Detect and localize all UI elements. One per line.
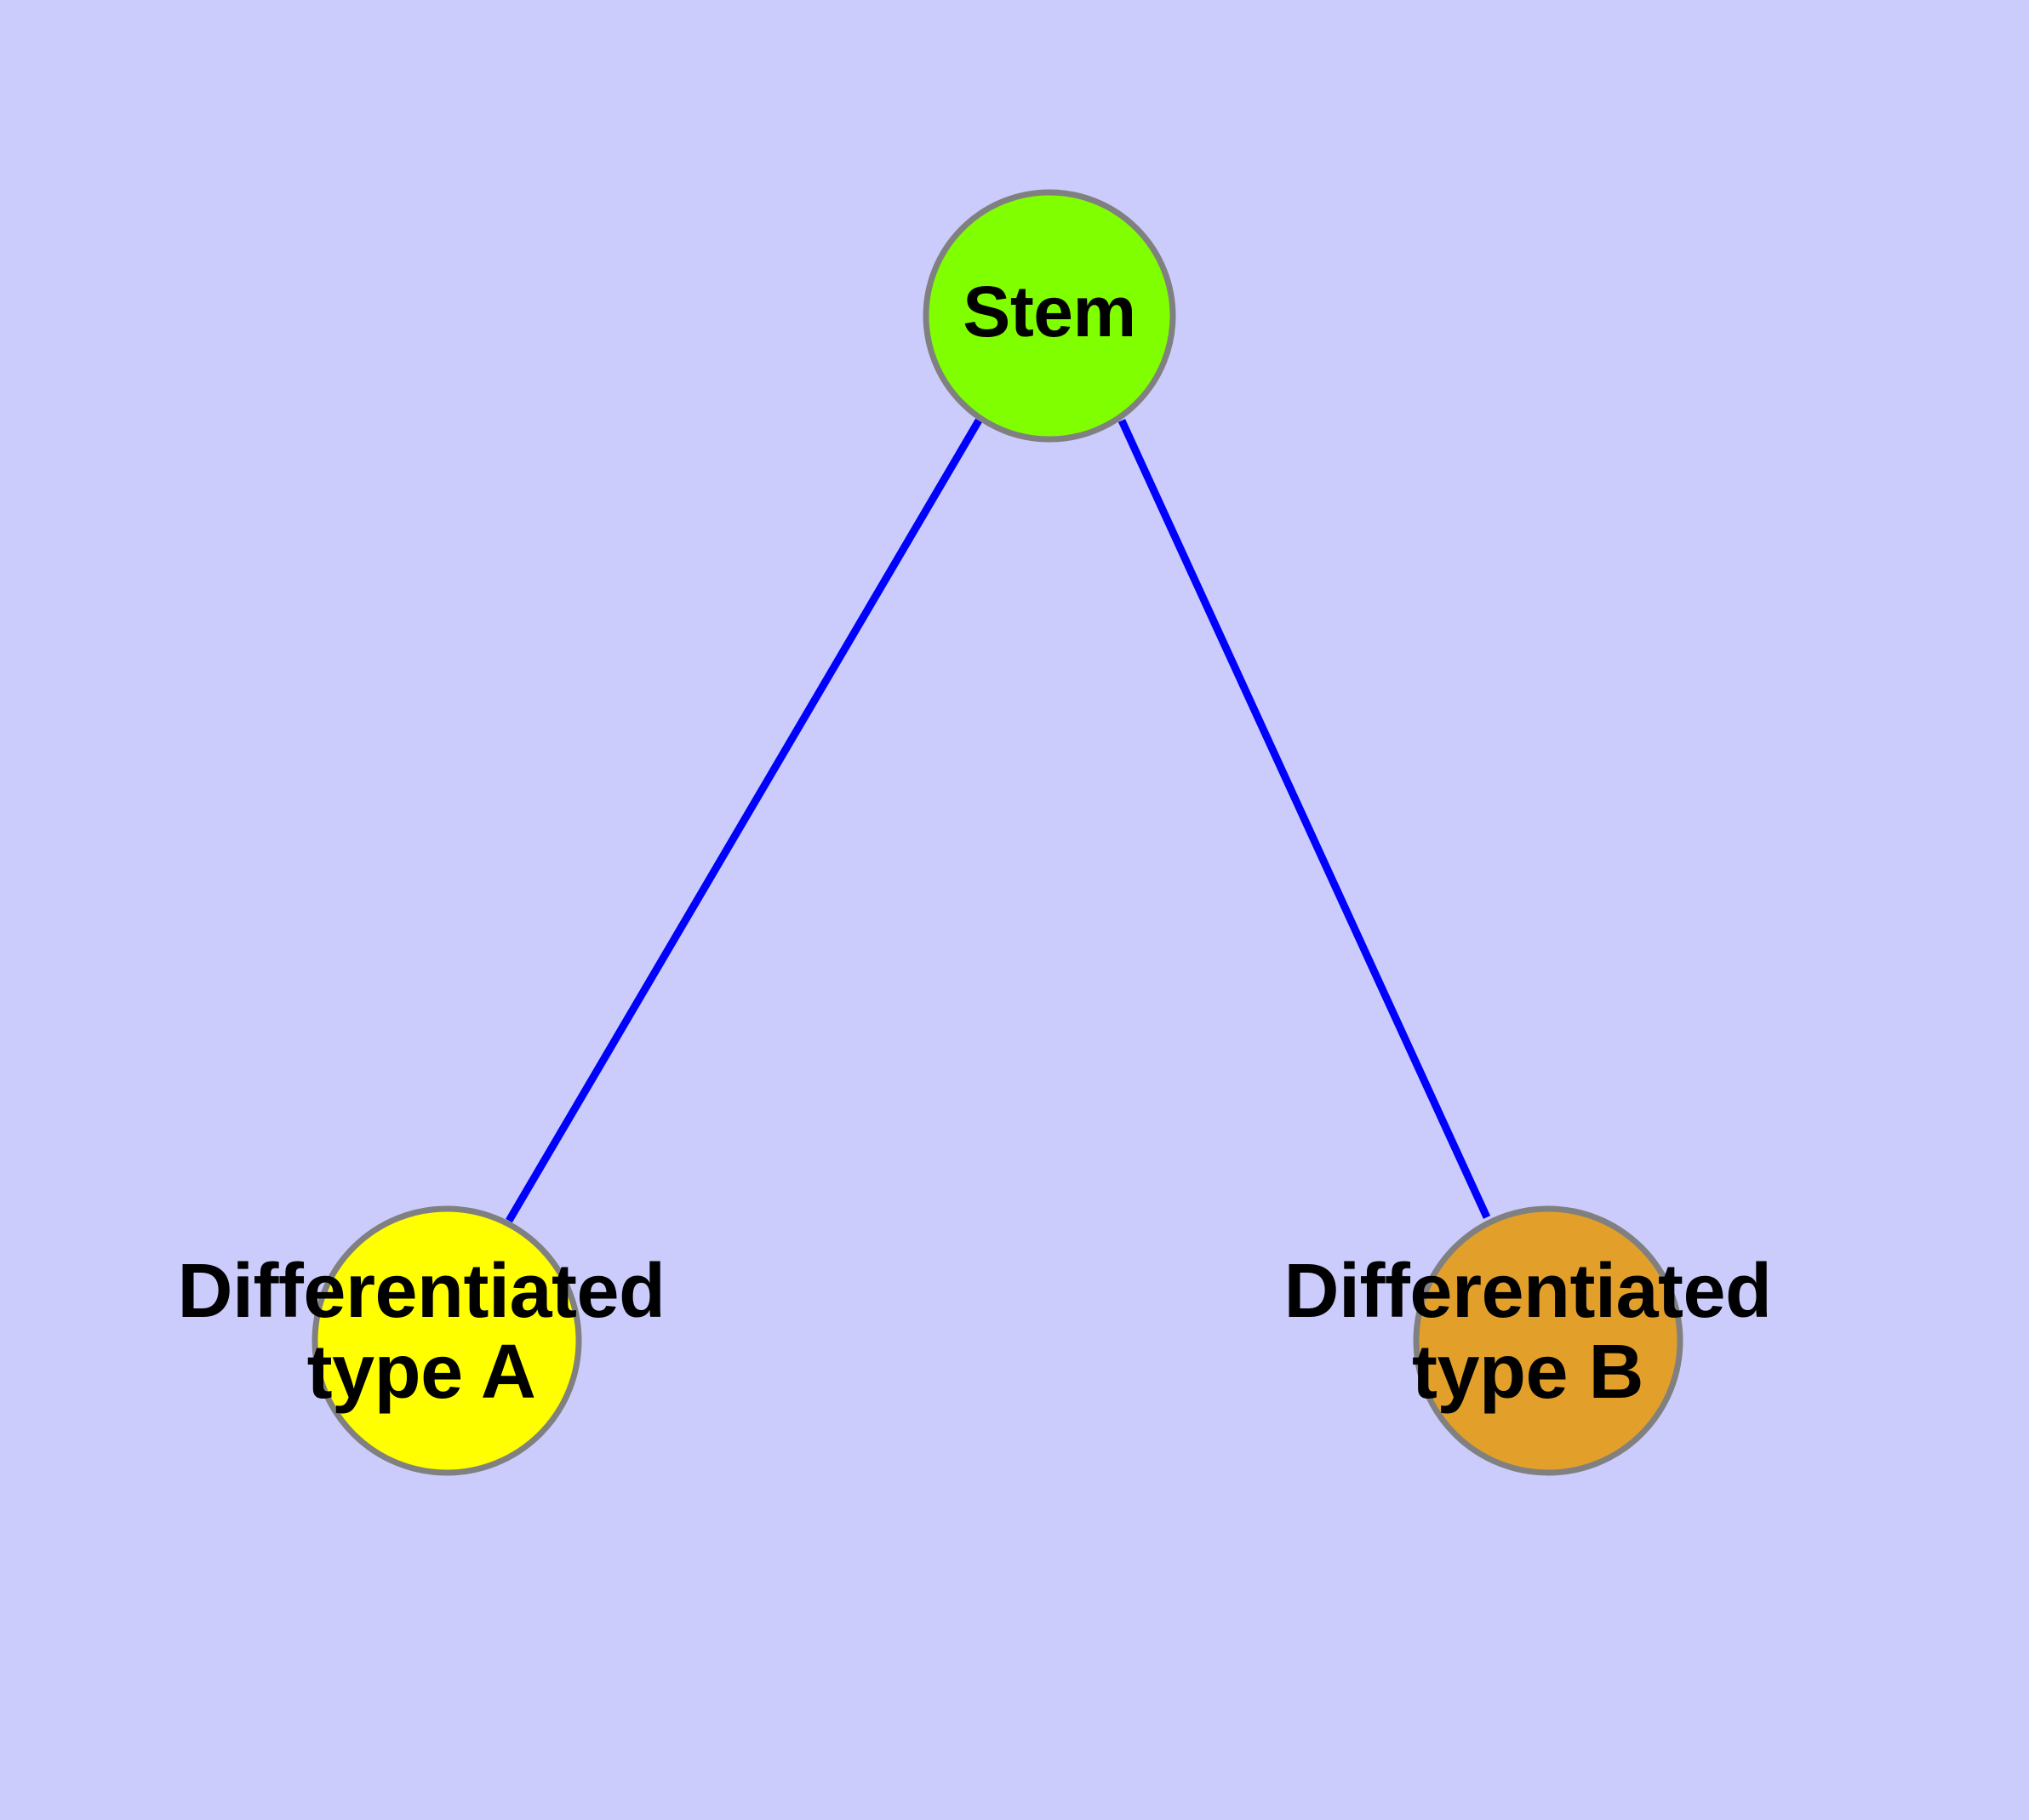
node-circle-diff-a[interactable] [311, 1205, 582, 1476]
node-circle-stem[interactable] [923, 189, 1176, 443]
edge-stem-to-diff-a[interactable] [506, 418, 982, 1223]
node-layer [311, 189, 1683, 1476]
node-circle-diff-b[interactable] [1413, 1205, 1683, 1476]
edge-layer [506, 418, 1491, 1223]
edge-stem-to-diff-b[interactable] [1117, 419, 1491, 1219]
